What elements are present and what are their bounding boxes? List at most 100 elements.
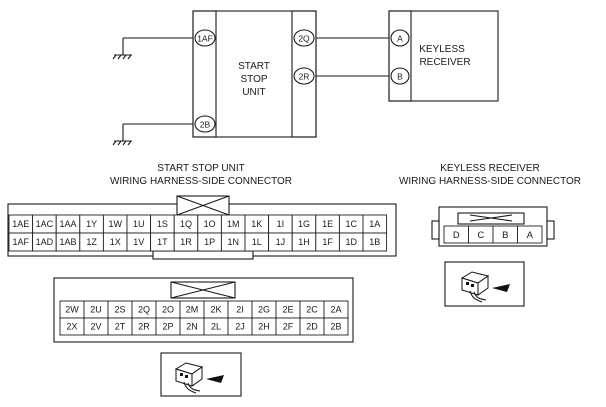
svg-text:2Q: 2Q (298, 34, 310, 44)
pin-cell-2l: 2L (203, 317, 229, 336)
pin-cell-2d: 2D (299, 317, 325, 336)
ground-symbol-upper (112, 38, 132, 60)
pin-cell-1ad: 1AD (32, 232, 57, 252)
pin-cell-2q: 2Q (131, 300, 157, 319)
start-stop-unit-inner-left (192, 10, 217, 138)
pin-label: 2N (186, 322, 198, 332)
pin-cell-2o: 2O (155, 300, 181, 319)
pin-label: 1G (298, 219, 310, 229)
pin-label: 2J (235, 322, 245, 332)
pin-label: 1S (157, 219, 168, 229)
pin-cell-2m: 2M (179, 300, 205, 319)
pin-cell-1ac: 1AC (32, 214, 57, 234)
keyless-receiver-inner-left (388, 10, 412, 102)
start-stop-unit-label-1: START (238, 61, 270, 72)
pin-cell-1f: 1F (315, 232, 340, 252)
keyless-receiver-label-1: KEYLESS (419, 44, 465, 55)
pin-label: 1M (227, 219, 240, 229)
pin-2r-badge: 2R (293, 67, 315, 85)
pin-label: 1N (227, 237, 239, 247)
pin-label: 1J (276, 237, 286, 247)
pin-label: 1AB (59, 237, 76, 247)
pin-cell-1g: 1G (291, 214, 317, 234)
pin-cell-2k: 2K (203, 300, 229, 319)
pin-label: 2U (90, 305, 102, 315)
pin-cell-1z: 1Z (79, 232, 104, 252)
pin-cell-1w: 1W (102, 214, 128, 234)
pin-label: 1R (180, 237, 192, 247)
pin-label: 1C (345, 219, 357, 229)
pin-cell-2s: 2S (107, 300, 133, 319)
pin-label: D (453, 230, 460, 241)
connector-plug-icon (160, 352, 242, 397)
pin-cell-1q: 1Q (173, 214, 199, 234)
pin-cell-1i: 1I (268, 214, 293, 234)
pin-cell-1n: 1N (220, 232, 246, 252)
pin-label: 2V (90, 322, 101, 332)
start-stop-unit-label-3: UNIT (242, 87, 265, 98)
pin-cell-2b: 2B (323, 317, 349, 336)
pin-2q-badge: 2Q (293, 29, 315, 47)
pin-label: 2A (330, 305, 341, 315)
pin-2b-badge: 2B (194, 115, 216, 133)
pin-cell-2f: 2F (275, 317, 301, 336)
pin-label: 2C (306, 305, 318, 315)
pin-cell-1x: 1X (102, 232, 128, 252)
pin-cell-1ab: 1AB (55, 232, 81, 252)
pin-cell-1o: 1O (197, 214, 222, 234)
pin-cell-1t: 1T (150, 232, 175, 252)
pin-label: 2W (65, 305, 79, 315)
pin-cell-1aa: 1AA (55, 214, 81, 234)
pin-label: 1I (277, 219, 285, 229)
pin-label: 2R (138, 322, 150, 332)
pin-label: 2Q (138, 305, 150, 315)
pin-cell-1d: 1D (338, 232, 364, 252)
receiver-connector-title-1: KEYLESS RECEIVER (440, 163, 539, 174)
pin-label: 1U (133, 219, 145, 229)
pin-cell-1b: 1B (362, 232, 388, 252)
pin-cell-2p: 2P (155, 317, 181, 336)
pin-label: 1K (251, 219, 262, 229)
pin-label: 1L (252, 237, 262, 247)
pin-cell-a: A (517, 225, 543, 244)
pin-label: 2F (283, 322, 294, 332)
pin-label: C (477, 230, 484, 241)
pin-label: 2G (258, 305, 270, 315)
pin-cell-c: C (468, 225, 494, 244)
pin-cell-1e: 1E (315, 214, 340, 234)
ssu-connector-title-1: START STOP UNIT (157, 163, 244, 174)
pin-label: 1V (133, 237, 144, 247)
svg-text:A: A (397, 34, 403, 44)
pin-cell-2u: 2U (83, 300, 109, 319)
pin-cell-2g: 2G (251, 300, 277, 319)
pin-label: 2P (162, 322, 173, 332)
pin-label: 1D (345, 237, 357, 247)
pin-1af-badge: 1AF (194, 29, 216, 47)
pin-cell-1af: 1AF (8, 232, 34, 252)
receiver-connector-frame (431, 206, 555, 247)
pin-label: 2I (236, 305, 244, 315)
pin-label: 1Q (180, 219, 192, 229)
pin-cell-2x: 2X (59, 317, 85, 336)
pin-cell-2h: 2H (251, 317, 277, 336)
pin-cell-2v: 2V (83, 317, 109, 336)
pin-label: 1AC (36, 219, 54, 229)
pin-b-badge: B (390, 67, 410, 85)
ssu-connector-2-frame (53, 277, 354, 343)
pin-cell-2n: 2N (179, 317, 205, 336)
pin-cell-d: D (443, 225, 469, 244)
receiver-connector-title-2: WIRING HARNESS-SIDE CONNECTOR (399, 176, 581, 187)
ssu-connector-title-2: WIRING HARNESS-SIDE CONNECTOR (110, 176, 292, 187)
connector-plug-icon (444, 261, 525, 307)
svg-text:2R: 2R (299, 72, 310, 82)
pin-label: 1AF (13, 237, 30, 247)
pin-cell-2i: 2I (227, 300, 253, 319)
pin-cell-1s: 1S (150, 214, 175, 234)
pin-cell-b: B (492, 225, 518, 244)
pin-cell-1ae: 1AE (8, 214, 34, 234)
pin-cell-2c: 2C (299, 300, 325, 319)
